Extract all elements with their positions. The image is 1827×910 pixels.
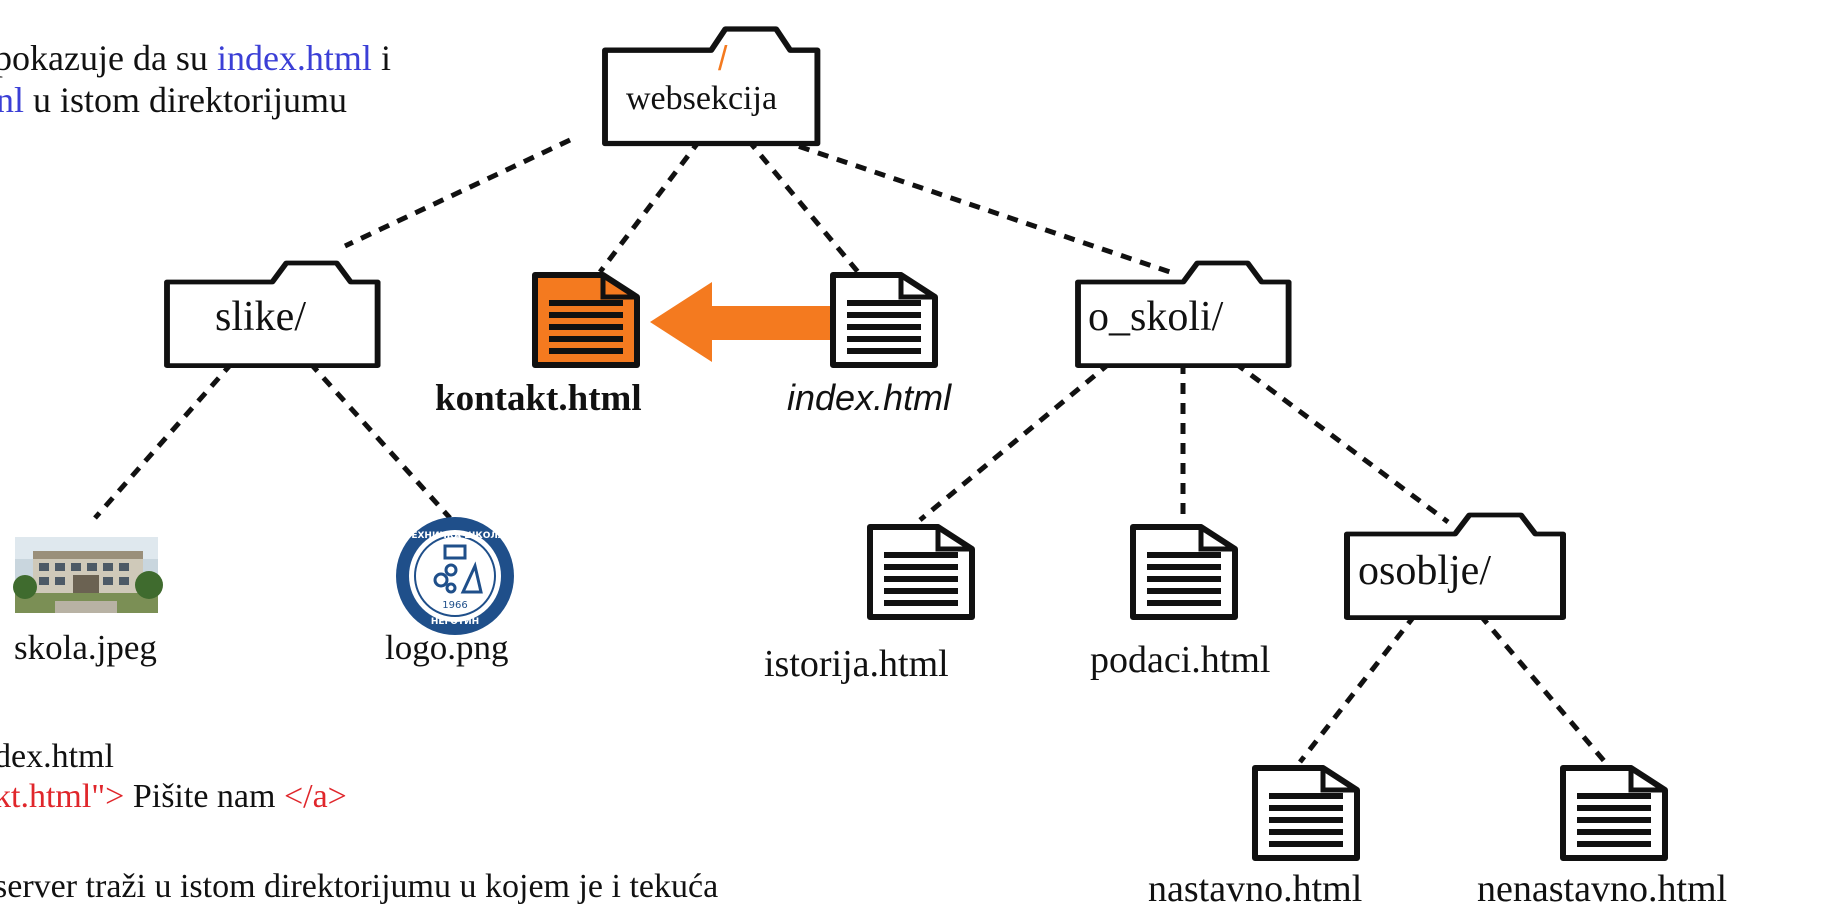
- file-label-skola: skola.jpeg: [14, 628, 157, 667]
- code-line-1: dex.html: [0, 738, 114, 775]
- file-icon-istorija: [867, 524, 975, 620]
- connector-root-slike: [343, 137, 572, 249]
- connector-osoblje-nenastavno: [1478, 613, 1607, 764]
- school-photo-image: [13, 537, 163, 613]
- folder-label-oskoli: o_skoli/: [1088, 294, 1224, 340]
- folder-label-slike: slike/: [215, 294, 306, 340]
- root-folder-label: websekcija: [626, 80, 778, 117]
- explanation-link-index: index.html: [216, 38, 372, 78]
- explanation-suffix: i: [371, 38, 391, 78]
- connector-root-index: [746, 138, 860, 274]
- connector-oskoli-osoblje: [1233, 360, 1450, 525]
- connector-slike-skola: [93, 361, 234, 520]
- file-label-podaci: podaci.html: [1090, 639, 1271, 681]
- file-label-index: index.html: [787, 377, 952, 418]
- file-icon-kontakt: [532, 272, 640, 368]
- folder-label-osoblje: osoblje/: [1358, 548, 1491, 594]
- file-icon-nenastavno: [1560, 765, 1668, 861]
- school-logo-image: 1966 ТЕХНИЧКА ШКОЛА НЕГОТИН: [396, 517, 514, 635]
- logo-top-text: ТЕХНИЧКА ШКОЛА: [405, 531, 505, 541]
- code-closing-tag: </a>: [283, 778, 347, 815]
- root-slash: /: [718, 40, 728, 78]
- explanation-link-2: nl: [0, 80, 25, 120]
- file-label-kontakt: kontakt.html: [435, 378, 642, 419]
- footer-text: server traži u istom direktorijumu u koj…: [0, 868, 719, 905]
- logo-bottom-text: НЕГОТИН: [431, 617, 479, 627]
- code-link-text: Pišite nam: [124, 778, 284, 815]
- code-href-fragment: kt.html">: [0, 778, 125, 815]
- file-icon-nastavno: [1252, 765, 1360, 861]
- file-label-nenastavno: nenastavno.html: [1477, 868, 1728, 910]
- explanation-prefix: pokazuje da su: [0, 38, 217, 78]
- explanation-line-2-text: u istom direktorijumu: [24, 80, 347, 120]
- file-label-logo: logo.png: [385, 628, 509, 667]
- file-icon-podaci: [1130, 524, 1238, 620]
- connector-root-kontakt: [598, 138, 702, 274]
- explanation-line-2: nl u istom direktorijumu: [0, 82, 347, 118]
- code-line-2: kt.html"> Pišite nam </a>: [0, 780, 347, 814]
- explanation-line-1: pokazuje da su index.html i: [0, 40, 391, 76]
- connector-oskoli-istorija: [918, 361, 1112, 522]
- tree-connectors: [93, 137, 1607, 764]
- file-icon-index: [830, 272, 938, 368]
- arrow-icon: [650, 282, 830, 362]
- file-label-nastavno: nastavno.html: [1148, 868, 1363, 910]
- connector-osoblje-nastavno: [1298, 613, 1417, 764]
- connector-root-oskoli: [779, 137, 1171, 275]
- connector-slike-logo: [308, 361, 452, 520]
- logo-year: 1966: [442, 600, 467, 611]
- file-label-istorija: istorija.html: [764, 643, 949, 685]
